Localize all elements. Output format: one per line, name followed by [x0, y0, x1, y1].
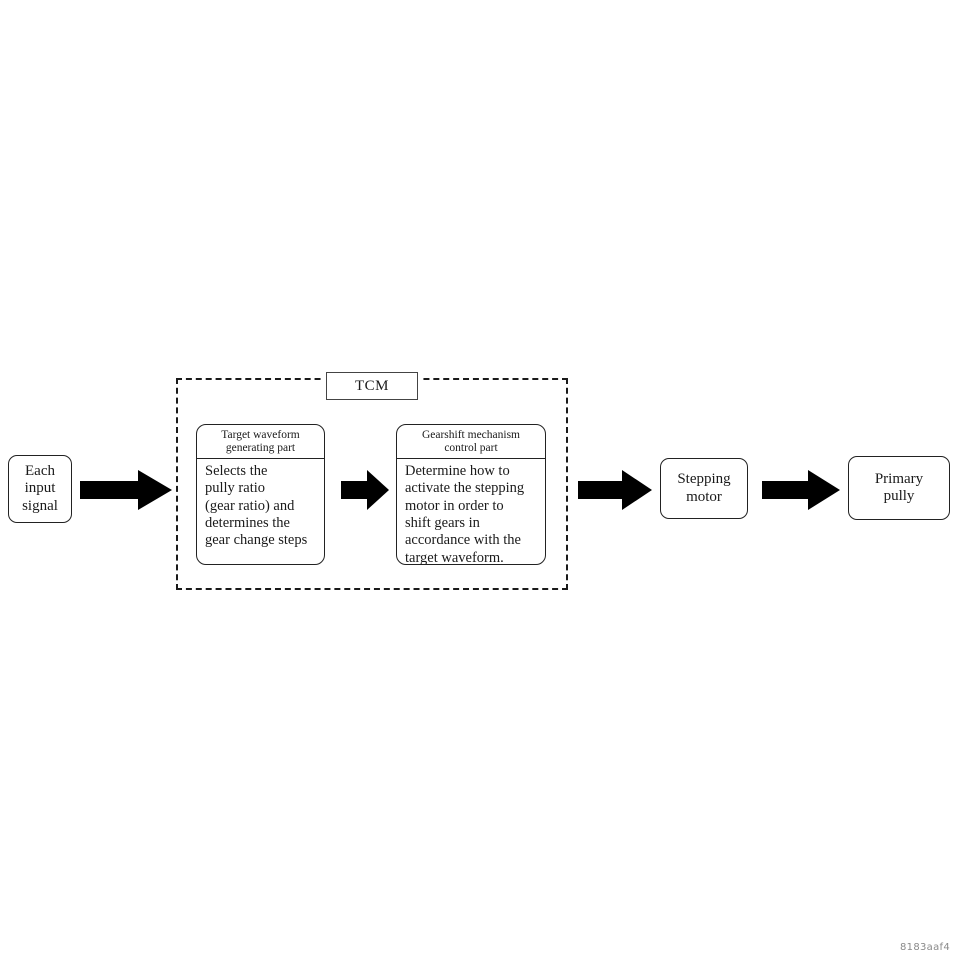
tcm-label: TCM — [354, 377, 389, 394]
part-body-target-waveform-generating: Selects the pully ratio (gear ratio) and… — [205, 462, 308, 549]
part-box-gearshift-mechanism-control: Gearshift mechanism control part Determi… — [396, 424, 546, 565]
tcm-label-box: TCM — [326, 372, 418, 400]
watermark-text: 8183aaf4 — [900, 942, 950, 953]
part-title-gearshift-mechanism-control: Gearshift mechanism control part — [397, 425, 545, 459]
arrow-stepping-motor-to-primary-pully-icon — [762, 470, 840, 510]
arrow-input-to-tcm-icon — [80, 470, 172, 510]
part-body-gearshift-mechanism-control: Determine how to activate the stepping m… — [405, 462, 525, 565]
arrow-tcm-to-stepping-motor-icon — [578, 470, 652, 510]
part-box-target-waveform-generating: Target waveform generating part Selects … — [196, 424, 325, 565]
arrow-between-parts-icon — [341, 470, 389, 510]
node-each-input-signal: Each input signal — [8, 455, 72, 523]
node-primary-pully: Primary pully — [848, 456, 950, 520]
node-primary-pully-label: Primary pully — [874, 470, 924, 504]
node-each-input-signal-label: Each input signal — [22, 462, 58, 514]
node-stepping-motor-label: Stepping motor — [677, 471, 731, 505]
part-title-target-waveform-generating: Target waveform generating part — [197, 425, 324, 459]
node-stepping-motor: Stepping motor — [660, 458, 748, 519]
